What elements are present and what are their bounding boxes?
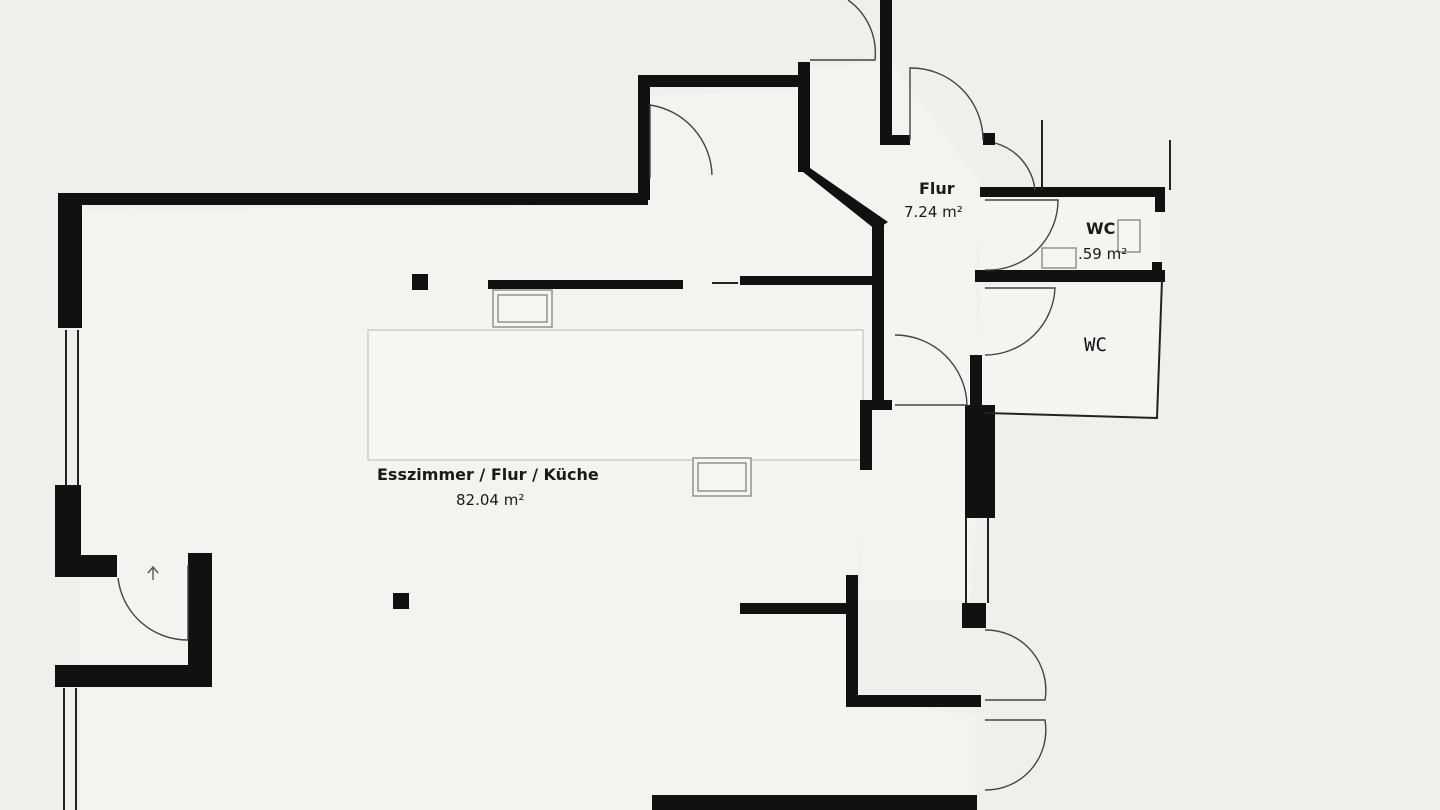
pillar-lower — [393, 593, 409, 609]
wall-top-right-stub — [983, 133, 995, 145]
wall-flur-stub — [872, 400, 892, 410]
sink-upper-inner — [497, 294, 548, 323]
door-upper-notch — [649, 104, 713, 178]
door-lower-right-a — [984, 629, 1047, 701]
sink-lower-inner — [697, 462, 747, 492]
wc-large-bottom-wall — [984, 412, 1159, 419]
wall-top-door-base — [880, 135, 910, 145]
flur-room-area: 7.24 m² — [904, 203, 963, 221]
wall-lower-base — [846, 695, 981, 707]
wall-notch-top — [638, 75, 808, 87]
wall-left-lower — [55, 665, 212, 687]
wall-right-stub — [962, 603, 986, 628]
wall-top-door — [880, 0, 892, 145]
door-top-right-swing — [994, 142, 1036, 191]
wall-flur-right — [970, 355, 982, 407]
walls — [55, 0, 1165, 810]
wall-lower-inner-v — [846, 575, 858, 705]
door-wc-small — [984, 199, 1059, 271]
up-arrow-icon — [147, 565, 159, 580]
sink-upper — [492, 289, 553, 328]
wall-wc-right-low — [1152, 262, 1162, 282]
wc-small-area: .59 m² — [1078, 245, 1128, 263]
wall-flur-left-low — [860, 400, 872, 470]
wc-small-toilet — [1117, 219, 1141, 253]
wall-kitchen-a — [488, 280, 683, 289]
doors — [117, 0, 1059, 791]
thin-walls — [63, 120, 1171, 810]
sink-lower — [692, 457, 752, 497]
door-wc-large — [984, 287, 1056, 356]
wall-left-pillar — [188, 553, 212, 687]
wall-left-step — [55, 555, 117, 577]
door-top-flur — [909, 67, 984, 141]
wall-left-upper — [58, 193, 82, 328]
wc-large-handwritten-label: WC — [1084, 334, 1107, 356]
wall-wc-top — [980, 187, 1165, 197]
wall-lower-inner-h — [740, 603, 848, 614]
door-flur-lower — [894, 334, 968, 406]
wc-small-name: WC — [1086, 219, 1116, 238]
wall-notch-left — [638, 75, 650, 200]
wc-large-floor — [980, 285, 1160, 415]
wc-large-right-wall — [1156, 279, 1163, 419]
main-room-name: Esszimmer / Flur / Küche — [377, 465, 599, 484]
door-entry — [117, 565, 189, 641]
door-top-left — [810, 0, 877, 61]
kitchen-island — [367, 329, 864, 461]
wall-kitchen-b — [740, 276, 872, 285]
wall-bottom — [652, 795, 977, 810]
fixtures — [492, 219, 1141, 497]
wall-diagonal — [798, 168, 888, 230]
wc-small-basin — [1041, 247, 1077, 269]
wall-wc-mid — [975, 270, 1165, 282]
pillar-upper — [412, 274, 428, 290]
main-room-area: 82.04 m² — [456, 491, 525, 509]
wall-wc-right — [1155, 187, 1165, 212]
wall-right-column — [965, 405, 995, 518]
door-lower-right-b — [984, 719, 1047, 791]
flur-room-name: Flur — [919, 179, 955, 198]
wall-flur-left — [872, 225, 884, 410]
wall-notch-right — [798, 62, 810, 172]
wall-top-left — [58, 193, 648, 205]
